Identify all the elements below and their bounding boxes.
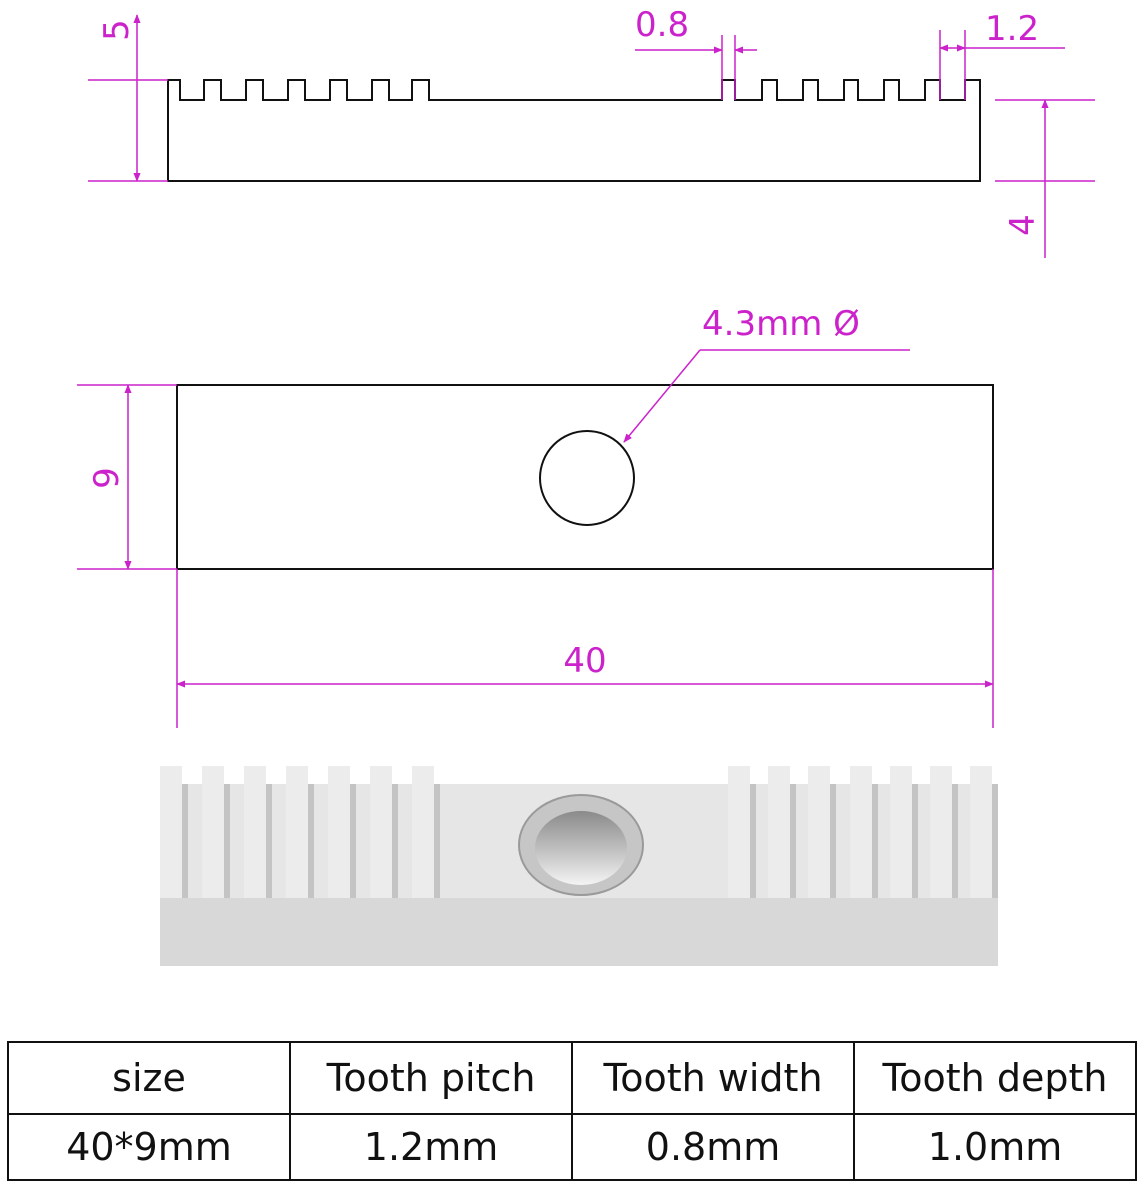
spec-table-header-row: size Tooth pitch Tooth width Tooth depth bbox=[7, 1041, 1137, 1115]
spec-table-value-row: 40*9mm 1.2mm 0.8mm 1.0mm bbox=[7, 1113, 1137, 1181]
render-teeth-group bbox=[160, 766, 998, 898]
value-tooth-pitch: 1.2mm bbox=[289, 1113, 573, 1181]
render-tooth-rib bbox=[286, 766, 308, 898]
side-view: 5 0.8 1.2 4 bbox=[88, 5, 1095, 258]
render-tooth-shadow bbox=[992, 784, 998, 898]
render-tooth-rib bbox=[328, 766, 350, 898]
render-tooth-shadow bbox=[224, 784, 230, 898]
value-tooth-depth: 1.0mm bbox=[853, 1113, 1137, 1181]
dim-08-label: 0.8 bbox=[635, 5, 689, 45]
render-tooth-shadow bbox=[182, 784, 188, 898]
header-size: size bbox=[7, 1041, 291, 1115]
render-tooth-shadow bbox=[350, 784, 356, 898]
top-view: 4.3mm Ø 9 40 bbox=[77, 304, 994, 728]
mounting-hole bbox=[539, 430, 635, 526]
render-tooth-shadow bbox=[830, 784, 836, 898]
part-front-face bbox=[160, 898, 998, 966]
header-tooth-depth: Tooth depth bbox=[853, 1041, 1137, 1115]
render-tooth-rib bbox=[728, 766, 750, 898]
header-tooth-width: Tooth width bbox=[571, 1041, 855, 1115]
part-render bbox=[160, 766, 998, 966]
technical-drawing: 5 0.8 1.2 4 4.3mm Ø 9 40 bbox=[77, 5, 1095, 966]
dim-12-label: 1.2 bbox=[985, 9, 1039, 49]
render-tooth-rib bbox=[412, 766, 434, 898]
render-tooth-rib bbox=[768, 766, 790, 898]
render-tooth-rib bbox=[890, 766, 912, 898]
dim-40-label: 40 bbox=[563, 641, 606, 681]
render-tooth-shadow bbox=[750, 784, 756, 898]
render-tooth-shadow bbox=[872, 784, 878, 898]
spec-table: size Tooth pitch Tooth width Tooth depth… bbox=[7, 1041, 1137, 1181]
render-tooth-rib bbox=[244, 766, 266, 898]
render-hole bbox=[535, 811, 627, 885]
value-size: 40*9mm bbox=[7, 1113, 291, 1181]
hole-leader-arrow bbox=[623, 349, 701, 443]
header-tooth-pitch: Tooth pitch bbox=[289, 1041, 573, 1115]
render-tooth-shadow bbox=[308, 784, 314, 898]
dim-9-label: 9 bbox=[87, 467, 127, 489]
render-tooth-rib bbox=[160, 766, 182, 898]
render-tooth-rib bbox=[808, 766, 830, 898]
side-profile-outline bbox=[167, 79, 981, 182]
render-tooth-shadow bbox=[434, 784, 440, 898]
value-tooth-width: 0.8mm bbox=[571, 1113, 855, 1181]
render-tooth-shadow bbox=[266, 784, 272, 898]
render-tooth-rib bbox=[970, 766, 992, 898]
dim-5-label: 5 bbox=[97, 19, 137, 41]
dim-4-label: 4 bbox=[1003, 214, 1043, 236]
render-tooth-shadow bbox=[952, 784, 958, 898]
hole-diameter-label: 4.3mm Ø bbox=[702, 304, 860, 344]
render-tooth-shadow bbox=[790, 784, 796, 898]
render-tooth-rib bbox=[850, 766, 872, 898]
render-tooth-shadow bbox=[912, 784, 918, 898]
render-tooth-shadow bbox=[392, 784, 398, 898]
render-tooth-rib bbox=[930, 766, 952, 898]
render-tooth-rib bbox=[202, 766, 224, 898]
render-tooth-rib bbox=[370, 766, 392, 898]
